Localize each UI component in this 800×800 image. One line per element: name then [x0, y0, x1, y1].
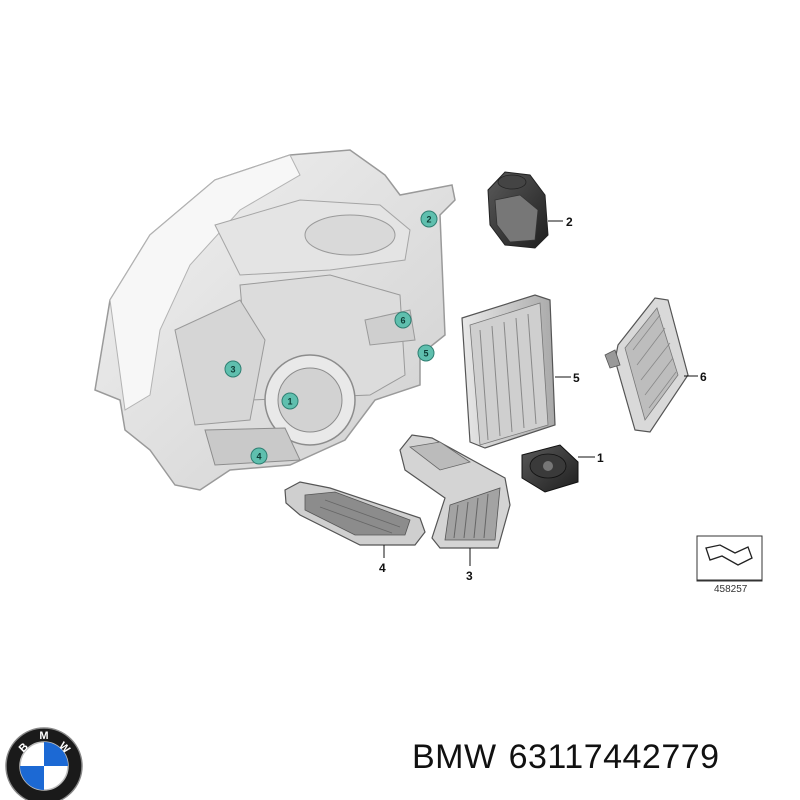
callout-1: 1	[597, 451, 604, 465]
svg-text:2: 2	[426, 215, 431, 225]
marker-1: 1	[281, 392, 299, 410]
marker-6: 6	[394, 311, 412, 329]
marker-5: 5	[417, 344, 435, 362]
marker-3: 3	[224, 360, 242, 378]
brand-name: BMW	[412, 738, 497, 776]
svg-text:6: 6	[400, 316, 405, 326]
headlight-housing	[94, 149, 456, 491]
part-2-leveling-actuator	[487, 171, 549, 249]
part-1-fan	[521, 444, 579, 493]
svg-text:3: 3	[230, 365, 235, 375]
svg-text:4: 4	[256, 452, 261, 462]
bmw-logo: B M W	[5, 727, 83, 800]
reference-box	[696, 535, 763, 582]
part-6-led-module	[604, 297, 689, 433]
reference-number: 458257	[714, 584, 748, 595]
svg-text:M: M	[39, 730, 48, 742]
callout-3: 3	[466, 569, 473, 583]
part-5-control-unit	[461, 294, 556, 449]
svg-text:1: 1	[287, 397, 292, 407]
svg-text:5: 5	[423, 349, 428, 359]
callout-4: 4	[379, 561, 386, 575]
part-4-grille-cover	[284, 481, 426, 546]
marker-2: 2	[420, 210, 438, 228]
callout-5: 5	[573, 371, 580, 385]
callout-6: 6	[700, 370, 707, 384]
part-number: 63117442779	[508, 738, 720, 776]
callout-2: 2	[566, 215, 573, 229]
part-label: BMW 63117442779	[412, 738, 732, 777]
part-3-air-duct	[399, 434, 511, 549]
marker-4: 4	[250, 447, 268, 465]
